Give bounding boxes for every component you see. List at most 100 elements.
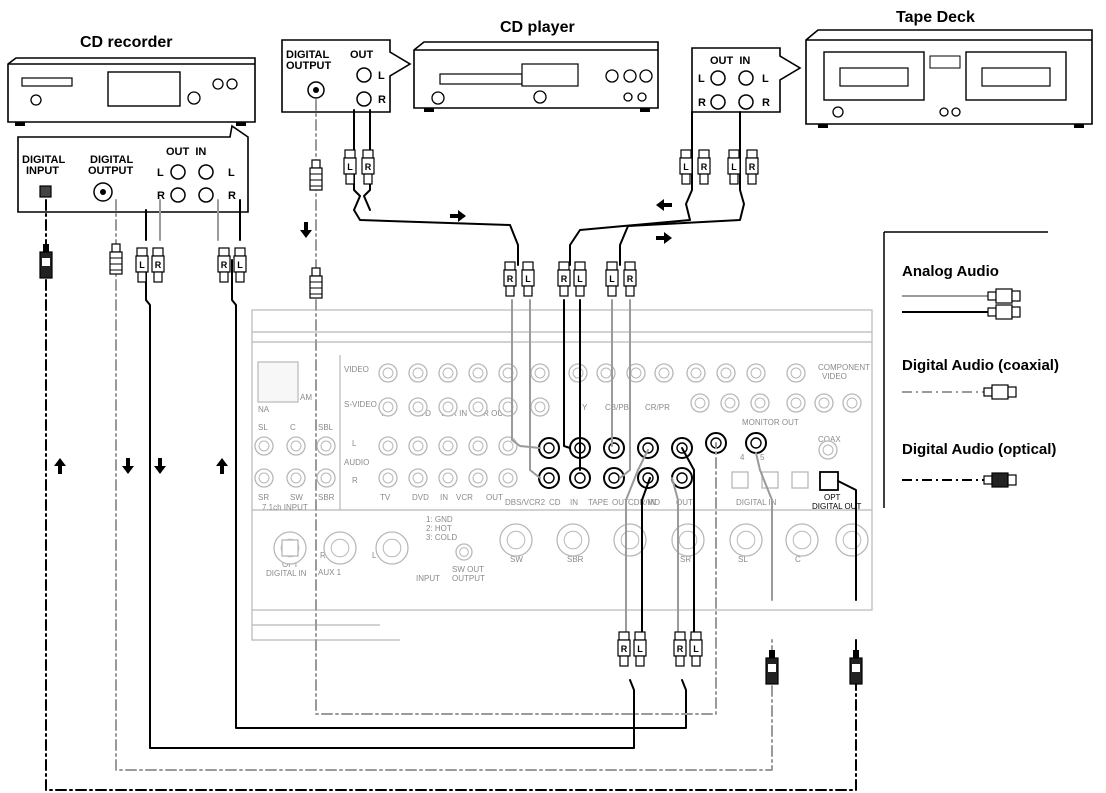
opt-digital-out-label-1: OPT: [824, 493, 841, 502]
audio-jack-4: [498, 436, 518, 456]
video-jack-2: [438, 363, 458, 383]
audio-jack-6-inner: [412, 472, 424, 484]
cdp-out-r-jack[interactable]: [356, 91, 372, 107]
optical-cable: [45, 199, 857, 791]
audio-jack-1-inner: [412, 440, 424, 452]
s-video-jack-1: [408, 397, 428, 417]
video-jack-6-inner: [572, 367, 584, 379]
cdr-r-left: R: [157, 190, 165, 202]
cdr-out-plug-l-letter: L: [237, 260, 243, 270]
dbs-vcr2-label: DBS/VCR2: [505, 498, 546, 507]
tape-out-l-jack[interactable]: [710, 70, 726, 86]
xlr-jack-3: [499, 523, 533, 557]
cdr-rx-in-plug-l-boot: [635, 655, 645, 667]
7ch-jack-2: [316, 436, 336, 456]
tape-out-r-jack[interactable]: [710, 94, 726, 110]
aux1-label: AUX 1: [318, 568, 342, 577]
tv-audio-label: TV: [380, 493, 391, 502]
s-video-jack-5: [530, 397, 550, 417]
cdr-in-l-jack[interactable]: [198, 164, 214, 180]
video-jack-17-inner: [724, 397, 736, 409]
audio-jack-0: [378, 436, 398, 456]
cdr-in-r-jack[interactable]: [198, 187, 214, 203]
cdr-l-right: L: [228, 167, 235, 179]
cdr-rx-out-plug-l-letter: L: [693, 644, 699, 654]
cd-recorder-title: CD recorder: [80, 34, 172, 51]
cdr-out-r-jack[interactable]: [170, 187, 186, 203]
xlr-jack-7-inner: [736, 530, 756, 550]
cd-r-wire: [529, 299, 541, 479]
receiver-rear-panel: AM NA VIDEO S-VIDEO L AUDIO R SL C SBL S…: [251, 309, 873, 641]
cdp-out-label: OUT: [350, 49, 374, 61]
cdr-out-l-jack[interactable]: [170, 164, 186, 180]
optical-rx-plug-tip: [853, 650, 859, 658]
video-jack-15: [842, 393, 862, 413]
legend-analog-plug-2-tip: [987, 307, 997, 317]
coax-jack-0: [818, 440, 838, 460]
tape-deck: Tape Deck OUT IN L R L R: [691, 9, 1093, 128]
cdr-out-r-jack-rx: [671, 467, 693, 489]
tape-out-l-jack-rx: [603, 437, 625, 459]
audio-jack-5-inner: [382, 472, 394, 484]
cdr-out-plug-l-boot: [235, 271, 245, 283]
video-jack-0-inner: [382, 367, 394, 379]
tape-in-r-jack[interactable]: [738, 94, 754, 110]
tape-out-plug-l-boot: [681, 173, 691, 185]
legend-analog-plug-1-tip: [987, 291, 997, 301]
legend-analog-plug-1: [987, 288, 1021, 304]
tape-out-r-wire: [619, 299, 631, 479]
7ch-jack-5-inner: [320, 472, 332, 484]
legend-analog-plug-2: [987, 304, 1021, 320]
video-jack-7-inner: [600, 367, 612, 379]
cdr-out-l-jack-rx-inner: [676, 442, 688, 454]
cdr-rx-in-plug-r-tip: [618, 631, 630, 641]
video-jack-12-inner: [750, 367, 762, 379]
tape-in-plug-l-letter: L: [731, 162, 737, 172]
legend-optical-plug: [983, 472, 1017, 488]
xlr-jack-0-inner: [280, 538, 300, 558]
digital-in-label: DIGITAL IN: [736, 498, 777, 507]
cdp-out-l-jack[interactable]: [356, 67, 372, 83]
audio-l-label: L: [352, 439, 357, 448]
video-jack-9: [654, 363, 674, 383]
cr-pr-label: CR/PR: [645, 403, 670, 412]
audio-jack-0-inner: [382, 440, 394, 452]
cdr-optical-input-jack[interactable]: [39, 185, 52, 198]
opt-in-jack-0: [731, 471, 749, 489]
cdr-digital-output-label-2: OUTPUT: [88, 165, 134, 177]
video-jack-16-inner: [694, 397, 706, 409]
coax-5-plug: [765, 650, 779, 685]
cd-input-label: CD: [549, 498, 561, 507]
sbl-label: SBL: [318, 423, 334, 432]
audio-jack-7-inner: [442, 472, 454, 484]
sw-out-output-label: OUTPUT: [452, 574, 485, 583]
tape-in-rx-plug-r-letter: R: [561, 274, 568, 284]
tape-in-l-jack[interactable]: [738, 70, 754, 86]
coax-5-plug-window: [768, 664, 776, 672]
audio-jack-7: [438, 468, 458, 488]
audio-jack-3-inner: [472, 440, 484, 452]
audio-jack-2: [438, 436, 458, 456]
xlr-jack-3-inner: [506, 530, 526, 550]
xlr-jack-9-inner: [842, 530, 862, 550]
xlr-pin-2: 2: HOT: [426, 524, 452, 533]
optical-rx-plug-window: [852, 664, 860, 672]
xlr-pin-3: 3: COLD: [426, 533, 457, 542]
cdp-plug-l: L: [343, 149, 357, 185]
cdr-out-label: OUT: [676, 498, 693, 507]
xlr-sl-label: SL: [738, 555, 748, 564]
legend-analog-plug-1-boot: [1011, 290, 1021, 302]
legend-coax-plug: [983, 384, 1017, 400]
audio-jack-2-inner: [442, 440, 454, 452]
cdp-to-cd-cable-l: [353, 109, 519, 266]
s-video-jack-3-inner: [472, 401, 484, 413]
audio-jack-8-inner: [472, 472, 484, 484]
sw-out-jack-0: [455, 543, 473, 561]
video-jack-2-inner: [442, 367, 454, 379]
cd-in-plug-l: L: [521, 261, 535, 297]
tape-r-right: R: [762, 97, 770, 109]
power-icon: [30, 94, 42, 106]
opt-digital-out-jack[interactable]: [819, 471, 839, 491]
sbr-label: SBR: [318, 493, 335, 502]
